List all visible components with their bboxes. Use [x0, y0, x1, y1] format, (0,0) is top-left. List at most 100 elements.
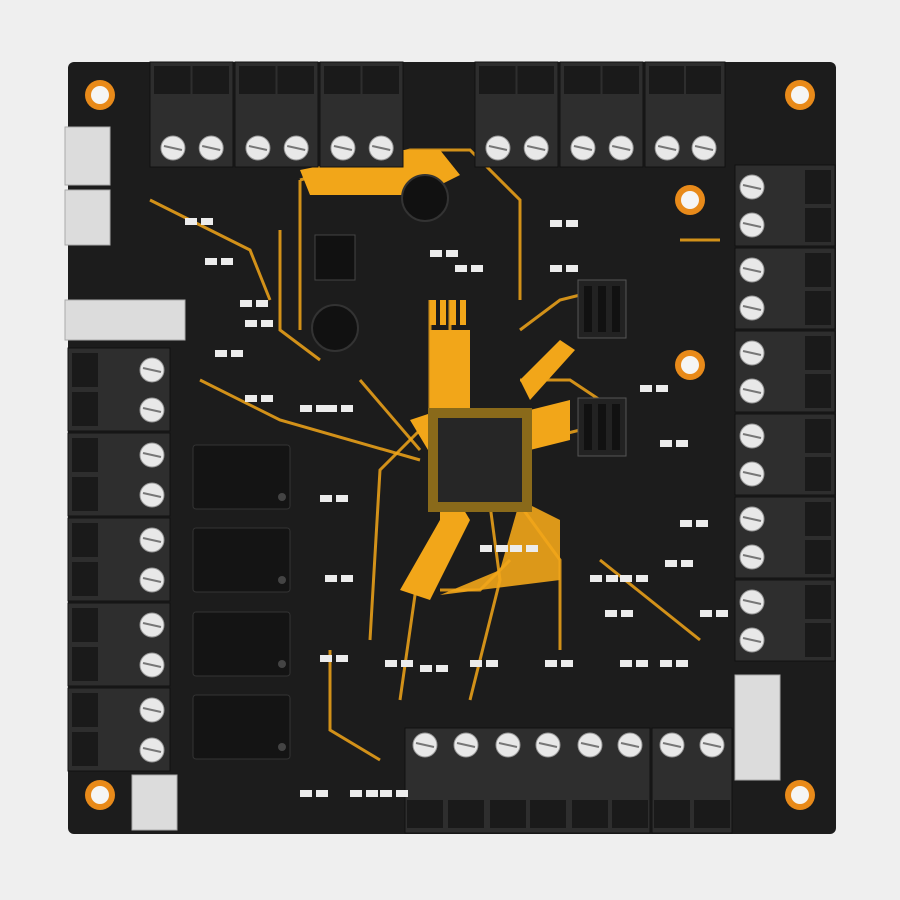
microcontroller-chip [438, 418, 522, 502]
screw-slot [694, 145, 714, 151]
smd-component [676, 660, 688, 667]
terminal-opening [572, 800, 608, 828]
screw-slot [526, 145, 546, 151]
trace [278, 230, 321, 362]
smd-component [316, 790, 328, 797]
mounting-hole [681, 191, 699, 209]
ic-segment [584, 404, 592, 450]
components [64, 61, 836, 834]
terminal-opening [530, 800, 566, 828]
ic-segment [584, 286, 592, 332]
pad [460, 300, 466, 325]
smd-component [636, 660, 648, 667]
smd-component [470, 660, 482, 667]
terminal-opening [72, 438, 98, 472]
smd-component [380, 790, 392, 797]
smd-component [561, 660, 573, 667]
white-connector [734, 674, 781, 781]
ic-segment [612, 404, 620, 450]
smd-component [660, 660, 672, 667]
terminal-opening [805, 540, 831, 574]
terminal-opening [517, 66, 554, 94]
smd-component [436, 665, 448, 672]
smd-component [245, 320, 257, 327]
smd-component [480, 545, 492, 552]
smd-component [261, 395, 273, 402]
terminal-opening [407, 800, 443, 828]
screw-slot [333, 145, 353, 151]
smd-component [221, 258, 233, 265]
screw-slot [415, 742, 435, 748]
pad [450, 300, 456, 325]
terminal-opening [612, 800, 648, 828]
screw-slot [142, 577, 162, 583]
white-connector [64, 126, 111, 186]
terminal-opening [805, 253, 831, 287]
terminal-opening [805, 623, 831, 657]
trace [199, 378, 421, 462]
screw-slot [142, 662, 162, 668]
screw-slot [142, 492, 162, 498]
screw-slot [662, 742, 682, 748]
terminal-opening [154, 66, 191, 94]
terminal-opening [72, 647, 98, 681]
smd-component [640, 385, 652, 392]
copper-pour [400, 410, 470, 600]
relay-marker [278, 576, 286, 584]
smd-component [510, 545, 522, 552]
terminal-opening [448, 800, 484, 828]
mounting-hole [681, 356, 699, 374]
smd-component [676, 440, 688, 447]
terminal-opening [72, 523, 98, 557]
terminal-opening [602, 66, 639, 94]
terminal-opening [805, 374, 831, 408]
smd-component [325, 575, 337, 582]
copper-pour [440, 500, 560, 595]
smd-component [325, 405, 337, 412]
smd-component [336, 655, 348, 662]
smd-component [696, 520, 708, 527]
smd-component [341, 405, 353, 412]
screw-slot [580, 742, 600, 748]
ic-segment [612, 286, 620, 332]
smd-component [256, 300, 268, 307]
screw-slot [742, 267, 762, 273]
screw-slot [742, 599, 762, 605]
screw-slot [163, 145, 183, 151]
smd-component [660, 440, 672, 447]
terminal-opening [72, 477, 98, 511]
relay [192, 444, 291, 510]
smd-component [620, 660, 632, 667]
screw-slot [488, 145, 508, 151]
screw-slot [742, 433, 762, 439]
pad [430, 300, 436, 325]
copper-pour [430, 330, 470, 410]
smd-component [455, 265, 467, 272]
terminal-opening [686, 66, 721, 94]
smd-component [185, 218, 197, 225]
trace [599, 558, 701, 642]
mounting-hole [791, 786, 809, 804]
white-connector [64, 189, 111, 246]
screw-slot [742, 305, 762, 311]
terminal-opening [805, 208, 831, 242]
terminal-opening [277, 66, 314, 94]
screw-slot [456, 742, 476, 748]
copper-pour [530, 400, 570, 450]
screw-slot [142, 452, 162, 458]
smd-component [240, 300, 252, 307]
screw-slot [742, 350, 762, 356]
terminal-opening [362, 66, 399, 94]
ic-segment [598, 404, 606, 450]
terminal-opening [239, 66, 276, 94]
terminal-opening [654, 800, 690, 828]
screw-slot [742, 471, 762, 477]
terminal-block [404, 727, 651, 834]
smd-component [261, 320, 273, 327]
smd-component [420, 665, 432, 672]
terminal-opening [805, 585, 831, 619]
pad [440, 300, 446, 325]
screw-slot [142, 707, 162, 713]
smd-component [605, 610, 617, 617]
trace [358, 379, 422, 451]
